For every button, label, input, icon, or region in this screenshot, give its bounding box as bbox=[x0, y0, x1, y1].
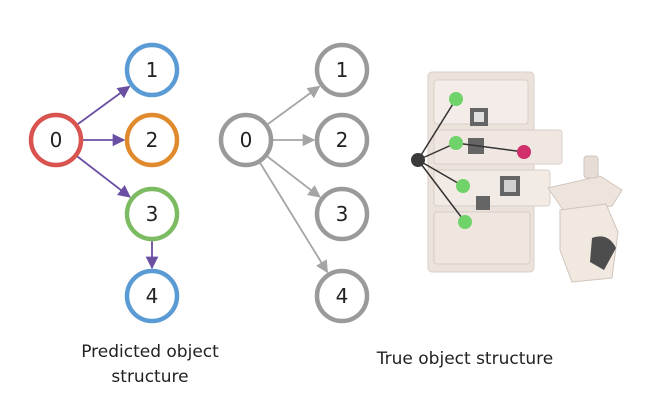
predicted-edge-0-1 bbox=[77, 85, 131, 125]
true-edge-0-1 bbox=[267, 85, 321, 125]
predicted-node-4: 4 bbox=[124, 268, 180, 324]
predicted-caption-line2: structure bbox=[111, 367, 189, 387]
predicted-node-circle bbox=[124, 42, 180, 98]
part-marker bbox=[449, 92, 463, 106]
true-node-circle bbox=[314, 112, 370, 168]
part-marker bbox=[458, 215, 472, 229]
true-node-1: 1 bbox=[314, 42, 370, 98]
predicted-graph: 0 1 2 3 4 bbox=[28, 42, 180, 324]
robot-joint bbox=[590, 236, 616, 270]
predicted-node-circle bbox=[28, 112, 84, 168]
drawer-bottom bbox=[433, 211, 531, 265]
true-node-2: 2 bbox=[314, 112, 370, 168]
true-node-label: 3 bbox=[336, 202, 349, 226]
true-edge-0-4 bbox=[259, 162, 329, 274]
target-marker bbox=[517, 145, 531, 159]
predicted-caption-line1: Predicted object bbox=[81, 342, 219, 362]
true-node-3: 3 bbox=[314, 186, 370, 242]
true-node-circle bbox=[314, 268, 370, 324]
drawer-middle bbox=[433, 169, 551, 207]
fiducial-marker-inner bbox=[474, 112, 484, 122]
fiducial-marker-inner bbox=[504, 180, 516, 192]
predicted-node-3: 3 bbox=[124, 186, 180, 242]
predicted-node-2: 2 bbox=[124, 112, 180, 168]
predicted-caption: Predicted object structure bbox=[40, 340, 260, 390]
predicted-node-label: 2 bbox=[146, 128, 159, 152]
predicted-node-0: 0 bbox=[28, 112, 84, 168]
predicted-node-circle bbox=[124, 186, 180, 242]
predicted-node-label: 3 bbox=[146, 202, 159, 226]
predicted-node-label: 0 bbox=[50, 128, 63, 152]
fiducial-marker bbox=[476, 196, 490, 210]
true-node-label: 0 bbox=[240, 128, 253, 152]
true-edges bbox=[259, 85, 329, 274]
true-node-label: 4 bbox=[336, 284, 349, 308]
part-marker bbox=[456, 179, 470, 193]
predicted-edges bbox=[76, 85, 159, 270]
true-caption: True object structure bbox=[376, 349, 554, 369]
true-node-circle bbox=[314, 42, 370, 98]
gripper-finger bbox=[583, 155, 599, 179]
true-node-circle bbox=[314, 186, 370, 242]
photo-markers bbox=[411, 92, 531, 229]
true-node-4: 4 bbox=[314, 268, 370, 324]
predicted-node-circle bbox=[124, 112, 180, 168]
true-node-label: 2 bbox=[336, 128, 349, 152]
true-edge-0-3 bbox=[266, 155, 321, 198]
predicted-node-1: 1 bbox=[124, 42, 180, 98]
predicted-edge-0-3 bbox=[76, 155, 131, 198]
predicted-node-circle bbox=[124, 268, 180, 324]
true-node-circle bbox=[218, 112, 274, 168]
true-graph: 0 1 2 3 4 bbox=[218, 42, 370, 324]
true-node-0: 0 bbox=[218, 112, 274, 168]
true-node-label: 1 bbox=[336, 58, 349, 82]
root-marker bbox=[411, 153, 425, 167]
part-marker bbox=[449, 136, 463, 150]
predicted-node-label: 1 bbox=[146, 58, 159, 82]
predicted-node-label: 4 bbox=[146, 284, 159, 308]
